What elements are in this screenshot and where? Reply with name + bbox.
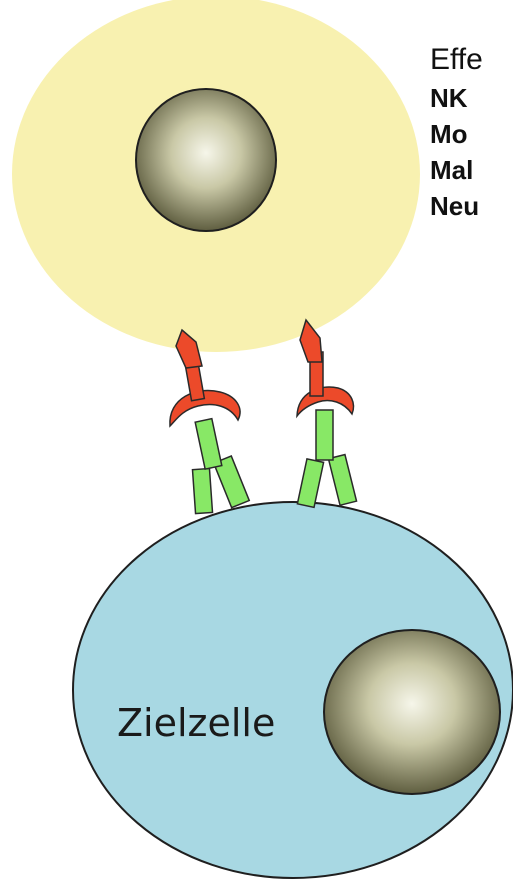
antibody-left (192, 419, 249, 514)
effector-cell-type: Neu (430, 188, 513, 224)
effector-cell-legend: Effe NK Mo Mal Neu (430, 40, 513, 224)
fc-receptor-right (297, 320, 353, 416)
effector-cell-type: NK (430, 80, 513, 116)
target-cell-nucleus (324, 630, 500, 794)
target-cell-label: Zielzelle (117, 701, 275, 745)
effector-cell-title: Effe (430, 40, 513, 80)
effector-cell-type: Mo (430, 116, 513, 152)
effector-cell-type: Mal (430, 152, 513, 188)
antibody-right (297, 410, 356, 507)
effector-cell-nucleus (136, 89, 276, 231)
